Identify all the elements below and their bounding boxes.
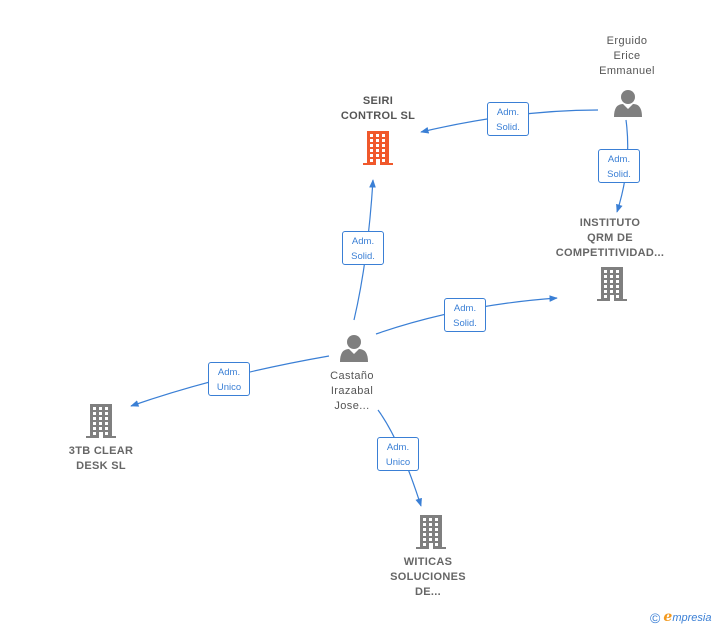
copyright-icon: © [650,610,661,627]
company-label-instituto[interactable]: INSTITUTO QRM DE COMPETITIVIDAD... [555,217,665,259]
edge-label-castano-instituto[interactable]: Adm. Solid. [444,298,486,332]
person-icon-erguido[interactable] [614,90,642,117]
person-label-erguido[interactable]: Erguido Erice Emmanuel [599,35,655,77]
person-label-castano[interactable]: Castaño Irazabal Jose... [330,370,374,412]
person-icon-castano[interactable] [340,335,368,362]
building-icon-witicas[interactable] [416,515,446,549]
company-label-seiri[interactable]: SEIRI CONTROL SL [340,95,416,122]
edge-label-erguido-instituto[interactable]: Adm. Solid. [598,149,640,183]
edge-label-castano-witicas[interactable]: Adm. Unico [377,437,419,471]
building-icon-tresb[interactable] [86,404,116,438]
brand-name: mpresia [672,612,712,624]
brand-logo-initial: e [663,609,673,625]
company-label-witicas[interactable]: WITICAS SOLUCIONES DE... [390,556,466,598]
edge-label-castano-seiri[interactable]: Adm. Solid. [342,231,384,265]
company-label-3tb[interactable]: 3TB CLEAR DESK SL [68,445,134,472]
edge-label-erguido-seiri[interactable]: Adm. Solid. [487,102,529,136]
network-graph [86,90,642,549]
building-icon-highlighted-seiri[interactable] [363,131,393,165]
edge-label-castano-3tb[interactable]: Adm. Unico [208,362,250,396]
footer-brand: © empresia [650,609,711,629]
building-icon-instituto[interactable] [597,267,627,301]
